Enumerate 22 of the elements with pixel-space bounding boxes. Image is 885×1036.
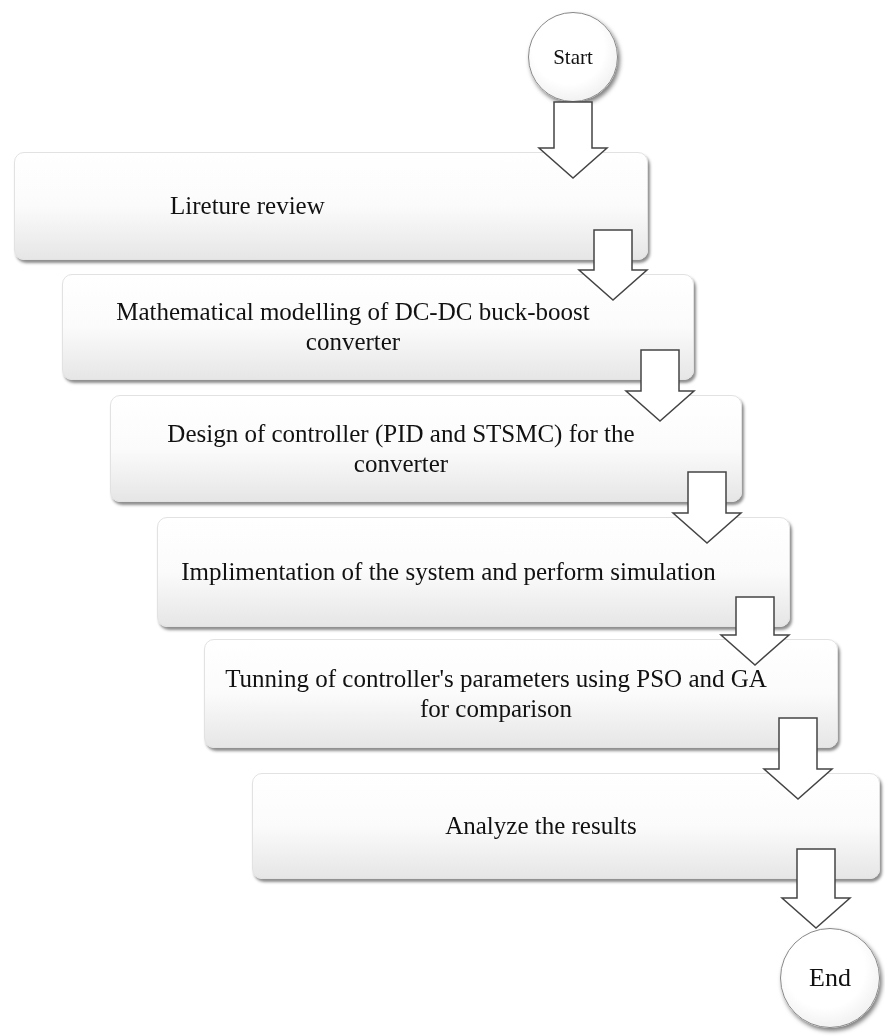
process-box [62,274,694,380]
node-text: Analyze the results [445,811,637,841]
terminal-circle [528,12,618,102]
block-arrow [537,101,609,179]
node-text: Design of controller (PID and STSMC) for the converter [166,418,636,479]
process-box [110,395,742,502]
process-box [14,152,648,260]
node-text: Implimentation of the system and perform simulation [181,557,716,587]
block-arrow [719,596,791,666]
node-text: Mathematical modelling of DC-DC buck-boost converter [115,297,591,357]
node-text: Lireture review [170,191,325,221]
block-arrow [577,229,649,301]
node-text: Start [553,44,593,70]
block-arrow [762,717,834,800]
process-box [204,639,838,748]
block-arrow [671,471,743,544]
block-arrow [780,848,852,929]
node-text: Tunning of controller's parameters using PSO and GA for comparison [225,663,767,724]
process-box [157,517,790,627]
process-box [252,773,880,879]
node-text: End [809,963,851,993]
block-arrow [624,349,696,422]
